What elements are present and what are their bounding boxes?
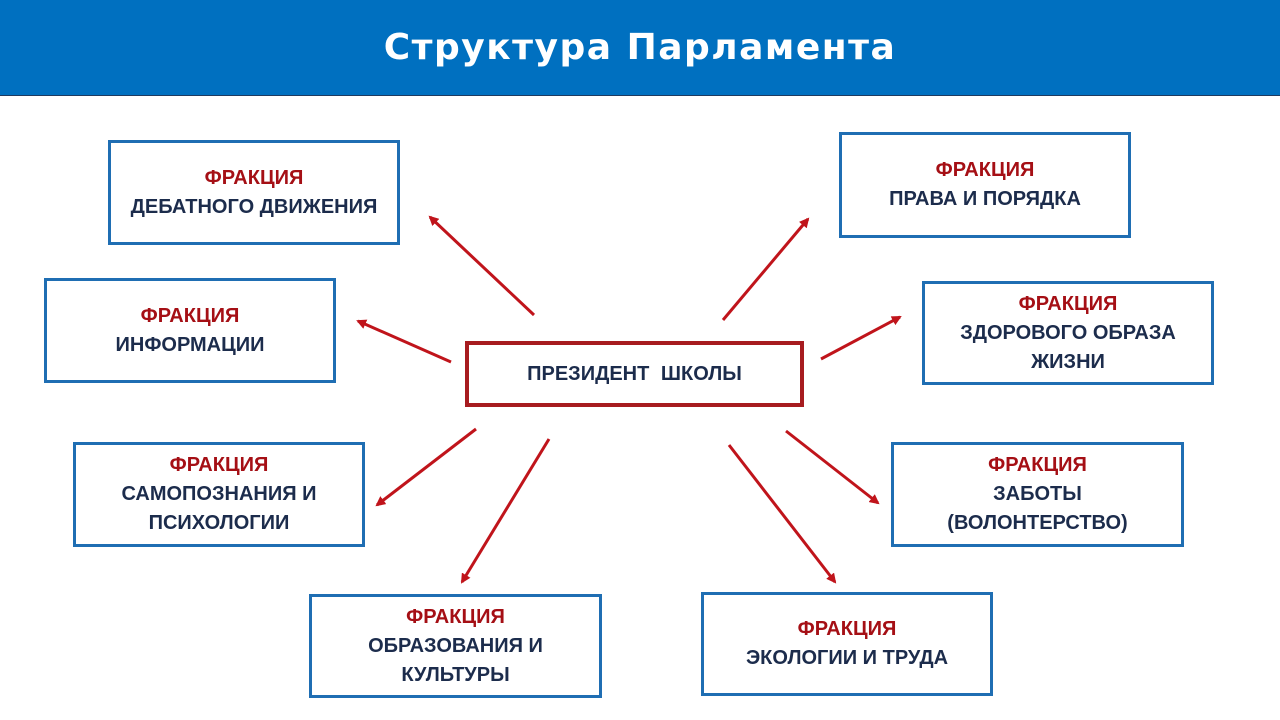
- faction-self-knowledge-name-line1: САМОПОЗНАНИЯ И: [121, 483, 317, 505]
- faction-label: ФРАКЦИЯ: [988, 454, 1087, 476]
- arrow-to-care: [785, 429, 880, 505]
- faction-health-box: ФРАКЦИЯ ЗДОРОВОГО ОБРАЗА ЖИЗНИ: [922, 281, 1214, 385]
- arrow-to-information: [356, 319, 452, 364]
- arrow-to-self-knowledge: [375, 427, 477, 507]
- faction-education-box: ФРАКЦИЯ ОБРАЗОВАНИЯ И КУЛЬТУРЫ: [309, 594, 602, 698]
- faction-label: ФРАКЦИЯ: [169, 454, 269, 476]
- faction-ecology-name: ЭКОЛОГИИ И ТРУДА: [745, 647, 949, 669]
- president-box: ПРЕЗИДЕНТ ШКОЛЫ: [465, 341, 804, 407]
- arrow-to-education: [460, 438, 551, 584]
- faction-care-name-line1: ЗАБОТЫ: [993, 483, 1082, 505]
- faction-label: ФРАКЦИЯ: [1018, 292, 1118, 315]
- faction-debate-box: ФРАКЦИЯ ДЕБАТНОГО ДВИЖЕНИЯ: [108, 140, 400, 245]
- faction-information-box: ФРАКЦИЯ ИНФОРМАЦИИ: [44, 278, 336, 383]
- faction-information-name: ИНФОРМАЦИИ: [115, 333, 265, 356]
- faction-label: ФРАКЦИЯ: [140, 304, 240, 327]
- faction-health-name-line1: ЗДОРОВОГО ОБРАЗА: [960, 321, 1176, 344]
- arrow-to-debate: [428, 215, 536, 317]
- president-label: ПРЕЗИДЕНТ ШКОЛЫ: [527, 362, 742, 385]
- faction-education-name-line2: КУЛЬТУРЫ: [401, 663, 510, 686]
- arrow-to-health: [820, 315, 902, 361]
- faction-health-name-line2: ЖИЗНИ: [1031, 350, 1105, 373]
- faction-label: ФРАКЦИЯ: [406, 605, 505, 628]
- faction-self-knowledge-name-line2: ПСИХОЛОГИИ: [148, 512, 290, 534]
- faction-label: ФРАКЦИЯ: [797, 618, 897, 640]
- faction-law-name: ПРАВА И ПОРЯДКА: [889, 188, 1081, 210]
- faction-ecology-box: ФРАКЦИЯ ЭКОЛОГИИ И ТРУДА: [701, 592, 993, 696]
- faction-self-knowledge-box: ФРАКЦИЯ САМОПОЗНАНИЯ И ПСИХОЛОГИИ: [73, 442, 365, 547]
- faction-label: ФРАКЦИЯ: [204, 166, 304, 189]
- faction-education-name-line1: ОБРАЗОВАНИЯ И: [368, 634, 543, 657]
- faction-law-box: ФРАКЦИЯ ПРАВА И ПОРЯДКА: [839, 132, 1131, 238]
- page-title: Структура Парламента: [383, 27, 897, 68]
- arrow-to-ecology: [727, 444, 837, 584]
- faction-care-name-line2: (ВОЛОНТЕРСТВО): [947, 512, 1128, 534]
- faction-label: ФРАКЦИЯ: [935, 159, 1035, 181]
- header-bar: Структура Парламента: [0, 0, 1280, 96]
- arrow-to-law: [721, 217, 810, 321]
- faction-debate-name: ДЕБАТНОГО ДВИЖЕНИЯ: [130, 195, 378, 218]
- faction-care-box: ФРАКЦИЯ ЗАБОТЫ (ВОЛОНТЕРСТВО): [891, 442, 1184, 547]
